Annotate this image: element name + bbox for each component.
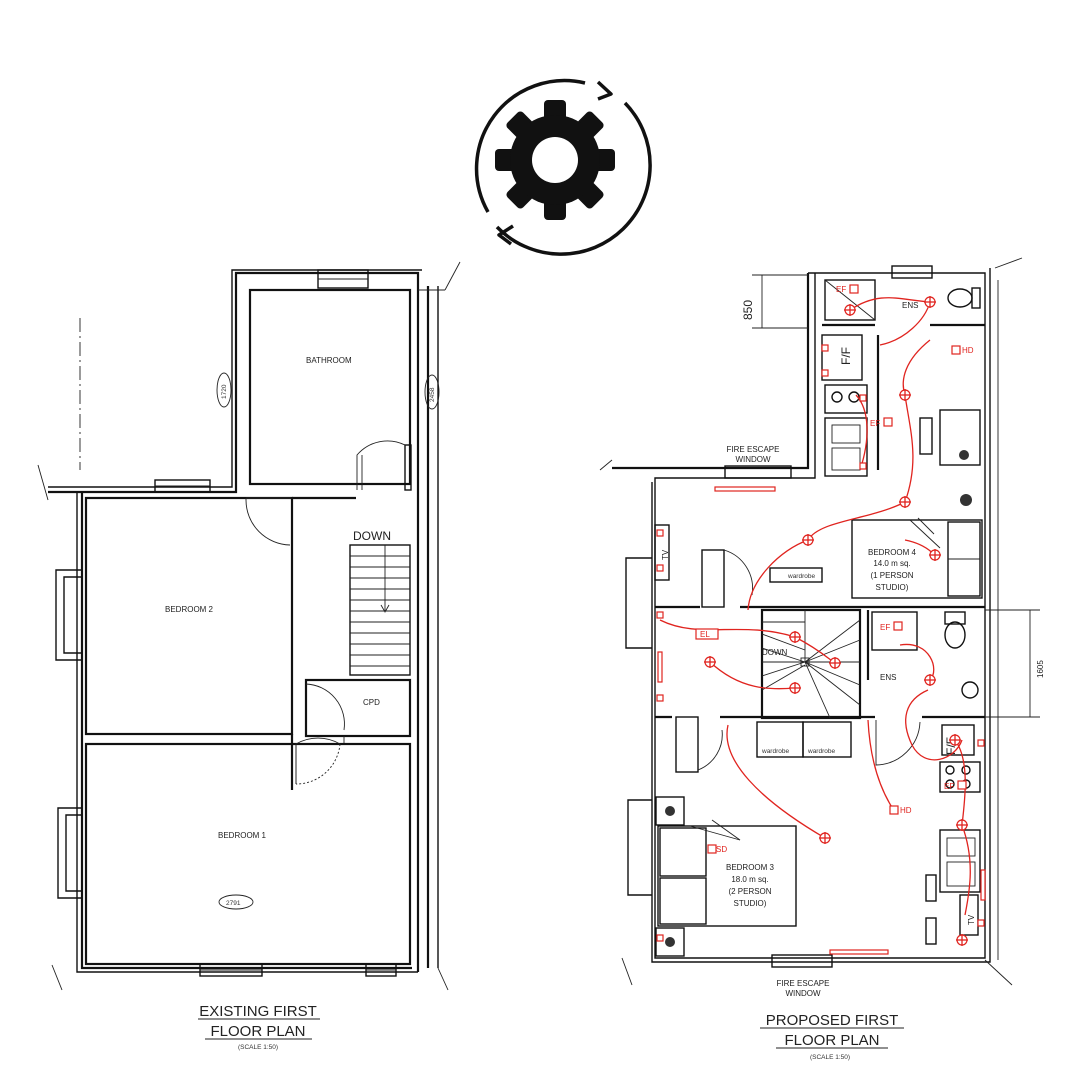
dim-2458: 2458 xyxy=(424,374,440,410)
proposed-stair-treads xyxy=(761,610,861,719)
stair-label-down: DOWN xyxy=(353,529,391,543)
wardrobe-label-2: wardrobe xyxy=(807,748,835,755)
svg-text:wardrobe: wardrobe xyxy=(787,573,815,580)
hd-label-1: HD xyxy=(962,346,974,355)
dim-1720: 1720 xyxy=(216,372,232,408)
ens-label-mid: ENS xyxy=(880,673,896,682)
svg-text:850: 850 xyxy=(741,300,755,320)
wardrobe-label-1: wardrobe xyxy=(761,748,789,755)
proposed-title-line1: PROPOSED FIRST xyxy=(766,1012,899,1029)
hd-label-2: HD xyxy=(900,806,912,815)
sd-label: SD xyxy=(716,845,727,854)
proposed-scale: (SCALE 1:50) xyxy=(810,1054,850,1061)
bedroom-4-label-3: (1 PERSON xyxy=(870,571,913,580)
fire-escape-label-bottom-1: FIRE ESCAPE xyxy=(777,979,830,988)
proposed-title-line2: FLOOR PLAN xyxy=(784,1032,879,1049)
fire-escape-label-top-1: FIRE ESCAPE xyxy=(727,445,780,454)
bedroom-4-label-4: STUDIO) xyxy=(876,583,909,592)
tv-label-1: TV xyxy=(661,549,670,560)
fire-escape-label-top-2: WINDOW xyxy=(735,455,771,464)
existing-title-line1: EXISTING FIRST xyxy=(199,1003,317,1020)
ef-label-1: EF xyxy=(836,285,846,294)
existing-scale: (SCALE 1:50) xyxy=(238,1044,278,1051)
ens-label-top: ENS xyxy=(902,301,918,310)
dim-850: 850 xyxy=(741,274,808,329)
ff-label-top: F/F xyxy=(839,347,853,365)
svg-text:1720: 1720 xyxy=(221,384,228,399)
bedroom-4-label-2: 14.0 m sq. xyxy=(873,559,910,568)
bedroom-3-label-2: 18.0 m sq. xyxy=(731,875,768,884)
tv-label-2: TV xyxy=(967,914,976,925)
fire-escape-label-bottom-2: WINDOW xyxy=(785,989,821,998)
svg-text:2458: 2458 xyxy=(429,387,436,402)
bedroom-3-label-3: (2 PERSON xyxy=(728,887,771,896)
electrical-layout: EF EF EF EF HD HD SD EL xyxy=(656,284,986,955)
dim-1605: 1605 xyxy=(985,609,1045,718)
dim-2791: 2791 xyxy=(218,894,254,910)
ef-label-2: EF xyxy=(870,419,880,428)
gear-sync-icon xyxy=(474,78,652,256)
existing-floor-plan: BATHROOM BEDROOM 2 DOWN xyxy=(37,261,461,1051)
proposed-floor-plan: FIRE ESCAPE WINDOW FIRE ESCAPE WINDOW 85… xyxy=(599,257,1045,1061)
svg-text:1605: 1605 xyxy=(1036,660,1045,678)
ef-label-4: EF xyxy=(944,782,954,791)
el-label: EL xyxy=(700,630,710,639)
room-label-bedroom-2: BEDROOM 2 xyxy=(165,605,214,614)
ef-label-3: EF xyxy=(880,623,890,632)
proposed-stair-down: DOWN xyxy=(762,648,788,657)
svg-text:2791: 2791 xyxy=(226,900,241,907)
room-label-bathroom: BATHROOM xyxy=(306,356,352,365)
bedroom-3-label-1: BEDROOM 3 xyxy=(726,863,775,872)
existing-title-line2: FLOOR PLAN xyxy=(210,1023,305,1040)
room-label-cpd: CPD xyxy=(363,698,380,707)
stair-treads xyxy=(350,555,410,667)
room-label-bedroom-1: BEDROOM 1 xyxy=(218,831,267,840)
bedroom-3-label-4: STUDIO) xyxy=(734,899,767,908)
bedroom-4-label-1: BEDROOM 4 xyxy=(868,548,917,557)
